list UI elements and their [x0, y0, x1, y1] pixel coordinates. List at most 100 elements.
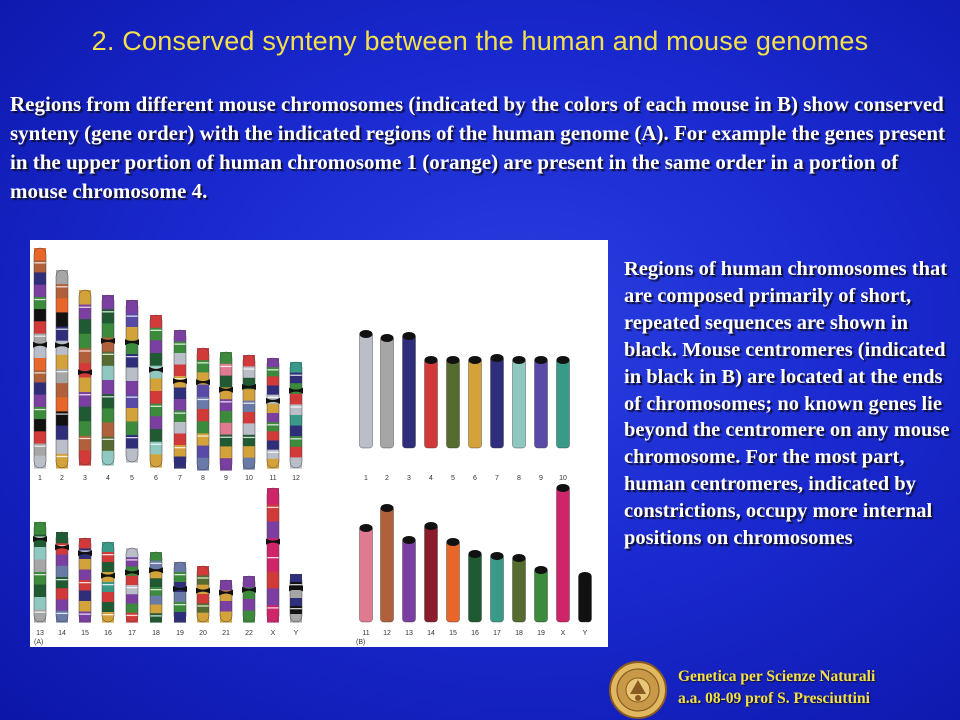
human-chromosome-row2-15: 15: [78, 537, 92, 637]
human-chromosome-row2-18: 18: [149, 551, 163, 637]
human-chromosome-row1-5: 5: [125, 299, 139, 482]
human-label-row2-22: 22: [245, 630, 253, 637]
mouse-label-row2-14: 14: [427, 630, 435, 637]
mouse-label-row1-5: 5: [451, 475, 455, 482]
mouse-label-row1-9: 9: [539, 475, 543, 482]
mouse-label-row2-X: X: [561, 630, 566, 637]
mouse-chromosome-row1-5: 5: [446, 356, 460, 482]
human-label-row2-16: 16: [104, 630, 112, 637]
human-label-row1-7: 7: [178, 475, 182, 482]
human-label-row1-12: 12: [292, 475, 300, 482]
human-chromosome-row2-14: 14: [55, 531, 69, 637]
mouse-label-row2-19: 19: [537, 630, 545, 637]
human-label-row2-21: 21: [222, 630, 230, 637]
side-paragraph: Regions of human chromosomes that are co…: [624, 258, 950, 550]
human-label-row1-4: 4: [106, 475, 110, 482]
mouse-chromosome-row1-3: 3: [402, 332, 416, 482]
human-chromosome-row1-10: 10: [242, 354, 256, 482]
mouse-label-row1-3: 3: [407, 475, 411, 482]
human-chromosome-row2-13: 13: [33, 521, 47, 637]
human-label-row1-6: 6: [154, 475, 158, 482]
mouse-label-row2-17: 17: [493, 630, 501, 637]
human-label-row2-15: 15: [81, 630, 89, 637]
mouse-chromosome-row2-17: 17: [490, 552, 504, 637]
mouse-chromosome-row2-15: 15: [446, 538, 460, 637]
mouse-chromosome-row2-X: X: [556, 484, 570, 637]
mouse-chromosome-row1-4: 4: [424, 356, 438, 482]
panel-a-label: (A): [34, 639, 43, 646]
mouse-label-row2-Y: Y: [583, 630, 588, 637]
mouse-label-row2-15: 15: [449, 630, 457, 637]
mouse-chromosome-row1-1: 1: [359, 330, 373, 482]
mouse-chromosome-row2-11: 11: [359, 524, 373, 637]
mouse-chromosome-row1-2: 2: [380, 334, 394, 482]
human-chromosome-row1-3: 3: [78, 289, 92, 482]
human-chromosome-row1-2: 2: [55, 269, 69, 482]
human-label-row2-18: 18: [152, 630, 160, 637]
slide-title: 2. Conserved synteny between the human a…: [91, 26, 869, 56]
mouse-label-row1-10: 10: [559, 475, 567, 482]
human-label-row2-17: 17: [128, 630, 136, 637]
panel-b-label: (B): [356, 639, 365, 646]
human-chromosome-row1-9: 9: [219, 351, 233, 482]
mouse-chromosome-row1-9: 9: [534, 356, 548, 482]
human-label-row1-3: 3: [83, 475, 87, 482]
mouse-label-row1-1: 1: [364, 475, 368, 482]
human-label-row1-5: 5: [130, 475, 134, 482]
human-label-row1-2: 2: [60, 475, 64, 482]
mouse-label-row2-12: 12: [383, 630, 391, 637]
mouse-label-row1-7: 7: [495, 475, 499, 482]
mouse-chromosome-row2-Y: Y: [578, 572, 592, 637]
human-label-row2-X: X: [271, 630, 276, 637]
mouse-label-row2-18: 18: [515, 630, 523, 637]
intro-paragraph: Regions from different mouse chromosomes…: [10, 92, 945, 203]
human-chromosome-row1-6: 6: [149, 314, 163, 482]
footer-course: Genetica per Scienze Naturali: [678, 668, 876, 685]
mouse-chromosome-row2-13: 13: [402, 536, 416, 637]
mouse-chromosome-row2-14: 14: [424, 522, 438, 637]
human-label-row2-13: 13: [36, 630, 44, 637]
human-chromosome-row2-21: 21: [219, 579, 233, 637]
human-label-row2-14: 14: [58, 630, 66, 637]
mouse-chromosome-row2-18: 18: [512, 554, 526, 637]
human-chromosome-row1-8: 8: [196, 347, 210, 482]
mouse-label-row2-13: 13: [405, 630, 413, 637]
human-chromosome-row2-16: 16: [101, 541, 115, 637]
human-chromosome-row1-4: 4: [101, 294, 115, 482]
mouse-chromosome-row1-7: 7: [490, 354, 504, 482]
human-chromosome-row1-7: 7: [173, 329, 187, 482]
human-chromosome-row1-12: 12: [289, 361, 303, 482]
human-label-row1-9: 9: [224, 475, 228, 482]
mouse-label-row1-2: 2: [385, 475, 389, 482]
mouse-label-row1-4: 4: [429, 475, 433, 482]
mouse-chromosome-row1-6: 6: [468, 356, 482, 482]
human-label-row1-11: 11: [269, 475, 276, 482]
human-label-row2-19: 19: [176, 630, 184, 637]
human-chromosome-row2-20: 20: [196, 565, 210, 637]
course-footer: Genetica per Scienze Naturali a.a. 08-09…: [678, 666, 960, 710]
mouse-label-row2-11: 11: [362, 630, 369, 637]
university-seal-icon: [609, 661, 667, 719]
human-chromosome-row2-19: 19: [173, 561, 187, 637]
mouse-label-row1-6: 6: [473, 475, 477, 482]
footer-year-professor: a.a. 08-09 prof S. Presciuttini: [678, 690, 870, 707]
human-chromosome-row2-17: 17: [125, 547, 139, 637]
human-label-row1-10: 10: [245, 475, 253, 482]
human-label-row1-1: 1: [38, 475, 42, 482]
human-chromosome-row1-1: 1: [33, 247, 47, 482]
mouse-chromosome-row1-10: 10: [556, 356, 570, 482]
human-chromosome-row1-11: 11: [266, 357, 280, 482]
mouse-chromosome-row2-16: 16: [468, 550, 482, 637]
mouse-chromosome-row2-19: 19: [534, 566, 548, 637]
mouse-chromosome-row2-12: 12: [380, 504, 394, 637]
mouse-chromosome-row1-8: 8: [512, 356, 526, 482]
human-chromosome-row2-Y: Y: [289, 573, 303, 637]
human-label-row2-20: 20: [199, 630, 207, 637]
human-label-row1-8: 8: [201, 475, 205, 482]
mouse-label-row2-16: 16: [471, 630, 479, 637]
human-label-row2-Y: Y: [294, 630, 299, 637]
human-chromosome-row2-X: X: [266, 487, 280, 637]
human-chromosome-row2-22: 22: [242, 575, 256, 637]
